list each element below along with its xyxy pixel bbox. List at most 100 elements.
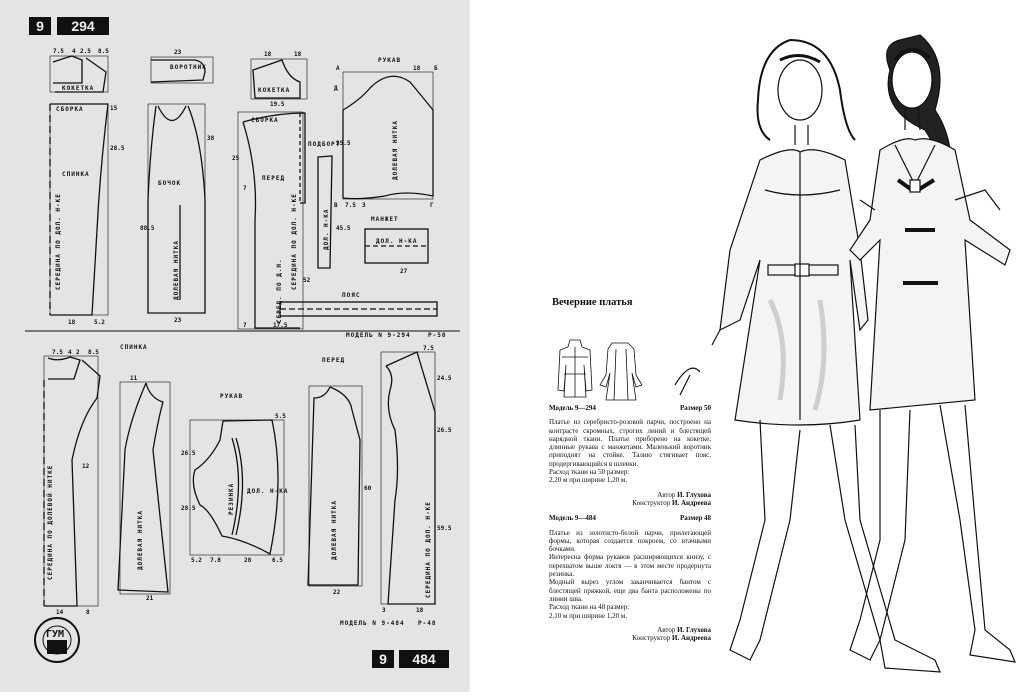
dimension-label: 3 (362, 202, 366, 209)
belt-piece: ПОЯС (279, 292, 438, 317)
dimension-label: 8.5 (98, 48, 109, 55)
label-elastic: РЕЗИНКА (228, 483, 235, 515)
dimension-label: 7.8 (210, 557, 221, 564)
model-label-484: МОДЕЛЬ N 9-484 (340, 620, 405, 627)
dimensions-484: 7.5 4 2 8.5 11 14 8 21 26.5 28.5 5.2 7.8… (52, 345, 452, 616)
fashion-illustration (674, 34, 1016, 673)
article-title: Вечерние платья (552, 297, 633, 308)
sketch-model-484 (599, 342, 643, 401)
dimension-label: 4 (72, 48, 76, 55)
dimension-label: 28.5 (110, 145, 125, 152)
dimension-label: 19.5 (270, 101, 285, 108)
dimension-label: 26.5 (181, 450, 196, 457)
author-label: Автор (657, 625, 676, 634)
dimension-label: 7 (243, 185, 247, 192)
dimension-label: 28 (244, 557, 252, 564)
size-label-50: Р-50 (428, 332, 446, 339)
label-facing: ПОДБОРТ (308, 141, 340, 148)
model-description: Платье из золотисто-белой парчи, прилега… (549, 528, 711, 554)
label-sleeve-484: РУКАВ (220, 393, 243, 400)
figure-model-484 (849, 34, 1016, 663)
dimension-label: 18 (68, 319, 76, 326)
front-center-piece-484: СЕРЕДИНА ПО ДОЛ. Н-КЕ (380, 351, 436, 605)
sleeve-piece: РУКАВ ДОЛЕВАЯ НИТКА А Б Д В Г (334, 57, 438, 209)
model-header-484: Модель 9—484 Размер 48 (549, 514, 711, 522)
label-front-center: СЕРЕДИНА ПО ДОЛ. Н-КЕ (291, 193, 298, 290)
dimension-label: 52 (303, 277, 311, 284)
dimension-label: 12 (82, 463, 90, 470)
article-text: Модель 9—294 Размер 50 Платье из серебри… (549, 404, 711, 642)
dimension-label: 7.5 (345, 202, 356, 209)
label-front-center-short: СЕРЕД. ПО Д.Н. (276, 258, 283, 323)
dimension-label: 60 (364, 485, 372, 492)
dimension-label: 11 (130, 375, 138, 382)
dimension-label: 7.5 (53, 48, 64, 55)
point-d: Д (334, 85, 338, 92)
point-a: А (336, 65, 340, 72)
dimension-label: 8.5 (88, 349, 99, 356)
label-back: СПИНКА (62, 171, 90, 178)
size-label-48: Р-48 (418, 620, 436, 627)
model-size: Размер 50 (679, 404, 711, 412)
pattern-page: КОКЕТКА ВОРОТНИК КОКЕТКА СБОРКА СПИНКА С… (0, 0, 470, 692)
model-number: Модель 9—294 (549, 404, 596, 412)
dimension-label: 18 (294, 51, 302, 58)
fabric-consumption-value: 2,10 м при ширине 1,20 м. (549, 611, 628, 620)
logo-text: ГУМ (46, 629, 64, 640)
badge-number-294: 294 (57, 17, 109, 35)
sketch-model-294 (557, 339, 593, 398)
side-back-piece-484: ДОЛЕВАЯ НИТКА (117, 381, 171, 595)
dimension-label: 15 (110, 105, 118, 112)
constructor-label: Конструктор (632, 498, 671, 507)
dimension-label: 22 (333, 589, 341, 596)
badge-series-294: 9 (29, 17, 51, 35)
label-cuff: МАНЖЕТ (371, 216, 399, 223)
dimension-label: 5.5 (275, 413, 286, 420)
facing-piece: ПОДБОРТ ДОЛ. Н-КА (308, 141, 340, 269)
pattern-drawings: КОКЕТКА ВОРОТНИК КОКЕТКА СБОРКА СПИНКА С… (25, 48, 460, 663)
label-front-yoke: КОКЕТКА (258, 87, 290, 94)
badge-number-484: 484 (399, 650, 449, 668)
dimension-label: 35.5 (336, 140, 351, 147)
dimension-label: 2.5 (80, 48, 91, 55)
dimension-label: 45.5 (336, 225, 351, 232)
credits: Автор И. Глухова Конструктор И. Андреева (549, 626, 711, 643)
label-belt: ПОЯС (342, 292, 360, 299)
collar-piece: ВОРОТНИК (150, 56, 214, 84)
front-piece-484: ПЕРЕД ДОЛЕВАЯ НИТКА (307, 357, 363, 587)
dimension-label: 23 (174, 49, 182, 56)
dimension-label: 59.5 (437, 525, 452, 532)
dimension-label: 7.5 (52, 349, 63, 356)
fabric-consumption-value: 2,20 м при ширине 1,20 м. (549, 476, 628, 485)
author-name: И. Глухова (677, 625, 711, 634)
model-description-3: Модный вырез углом заканчивается бантом … (549, 578, 711, 603)
dimension-label: 2 (76, 349, 80, 356)
label-back-484: СПИНКА (120, 344, 148, 351)
label-front-center-484: СЕРЕДИНА ПО ДОЛ. Н-КЕ (425, 501, 432, 598)
label-collar: ВОРОТНИК (170, 64, 207, 71)
label-front-grain-484: ДОЛЕВАЯ НИТКА (331, 500, 338, 560)
sleeve-piece-484: РУКАВ РЕЗИНКА ДОЛ. Н-КА (189, 393, 288, 556)
model-header-294: Модель 9—294 Размер 50 (549, 404, 711, 412)
credits: Автор И. Глухова Конструктор И. Андреева (549, 491, 711, 508)
model-label-294: МОДЕЛЬ N 9-294 (346, 332, 411, 339)
dimension-label: 7.5 (423, 345, 434, 352)
label-gathering-front: СБОРКА (251, 117, 279, 124)
dimension-label: 6.5 (272, 557, 283, 564)
author-name: И. Глухова (677, 490, 711, 499)
fabric-consumption: Расход ткани на 50 размер: (549, 468, 630, 477)
point-g: Г (430, 202, 434, 209)
author-label: Автор (657, 490, 676, 499)
dimension-label: 18 (264, 51, 272, 58)
model-description-2: Интересна форма рукавов расширяющихся кн… (549, 553, 711, 579)
dimension-label: 5.2 (94, 319, 105, 326)
label-sleeve-grain: ДОЛЕВАЯ НИТКА (392, 120, 399, 180)
label-front: ПЕРЕД (262, 175, 285, 182)
label-cuff-grain: ДОЛ. Н-КА (376, 238, 418, 245)
label-sleeve: РУКАВ (378, 57, 401, 64)
dimensions-294: 7.5 4 2.5 8.5 23 18 18 19.5 18 15 28.5 3… (53, 48, 421, 329)
label-side: БОЧОК (158, 180, 181, 187)
label-back-center: СЕРЕДИНА ПО ДОЛ. Н-КЕ (55, 193, 62, 290)
dimension-label: 24.5 (437, 375, 452, 382)
dimension-label: 18 (413, 65, 421, 72)
